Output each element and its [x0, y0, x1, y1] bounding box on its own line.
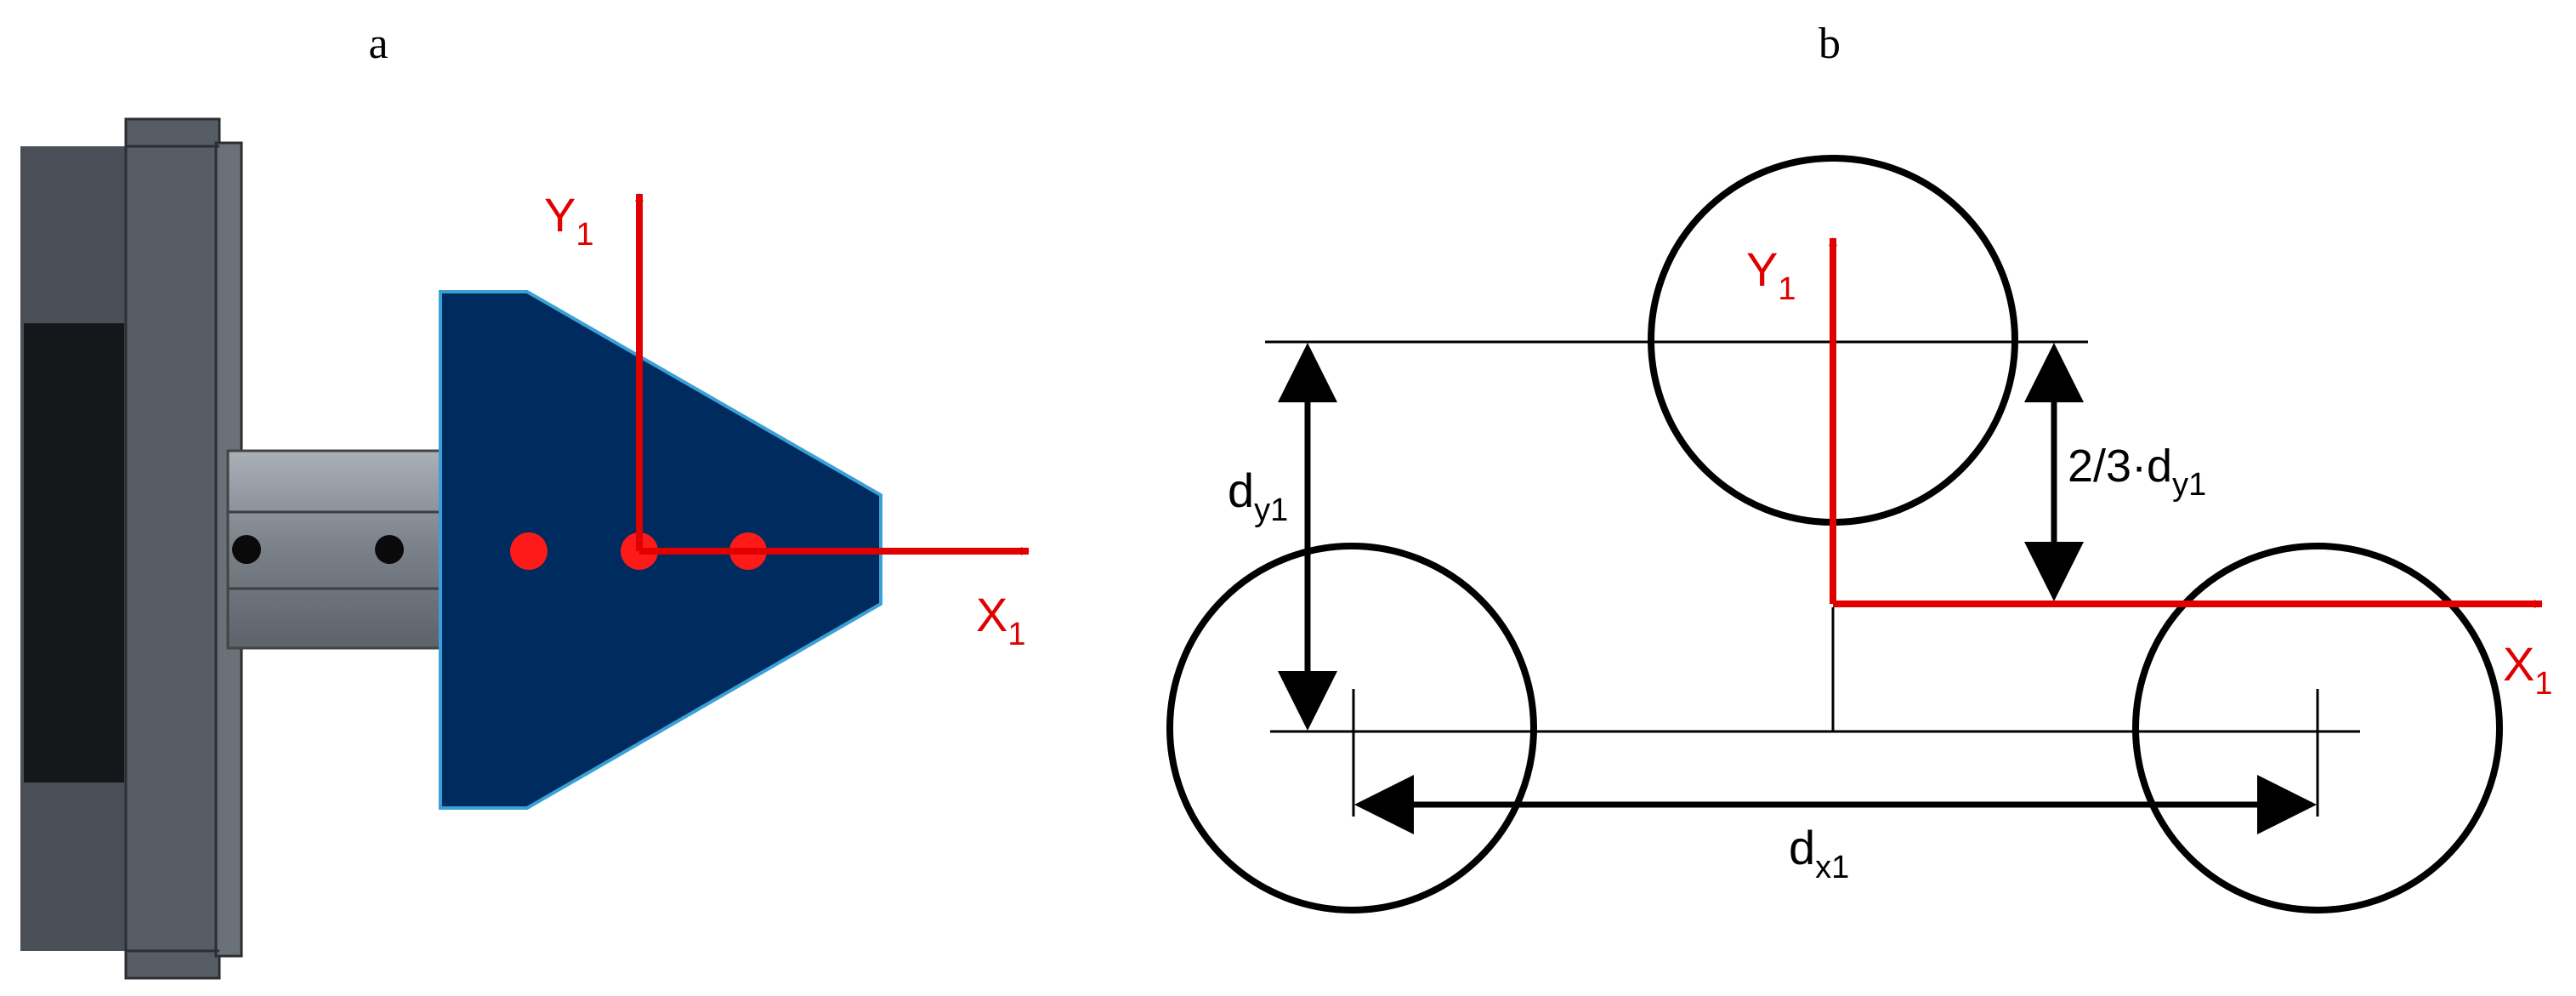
panel-b-geometry	[1166, 155, 2543, 913]
panel-a-label: a	[368, 20, 388, 68]
dim-dy1-label: dy1	[1228, 464, 1288, 528]
circle-left	[1166, 543, 1537, 913]
shaft-hole-right	[375, 535, 404, 564]
point-left	[510, 532, 548, 570]
axis-b-x-label: X1	[2503, 637, 2553, 702]
axis-b-y-label: Y1	[1746, 242, 1796, 307]
dim-dx1-label: dx1	[1789, 821, 1849, 885]
flange-plate	[124, 117, 221, 980]
shaft-hole-left	[232, 535, 261, 564]
axis-a-x-label: X1	[976, 588, 1026, 652]
shaft	[226, 449, 442, 650]
circle-right	[2132, 543, 2503, 913]
panel-b-label: b	[1819, 20, 1841, 68]
panel-a-mechanism	[20, 117, 1030, 980]
axis-a-y-label: Y1	[544, 188, 594, 253]
housing-inner-dark	[24, 323, 124, 783]
dim-two-thirds-label: 2/3·dy1	[2068, 441, 2206, 503]
